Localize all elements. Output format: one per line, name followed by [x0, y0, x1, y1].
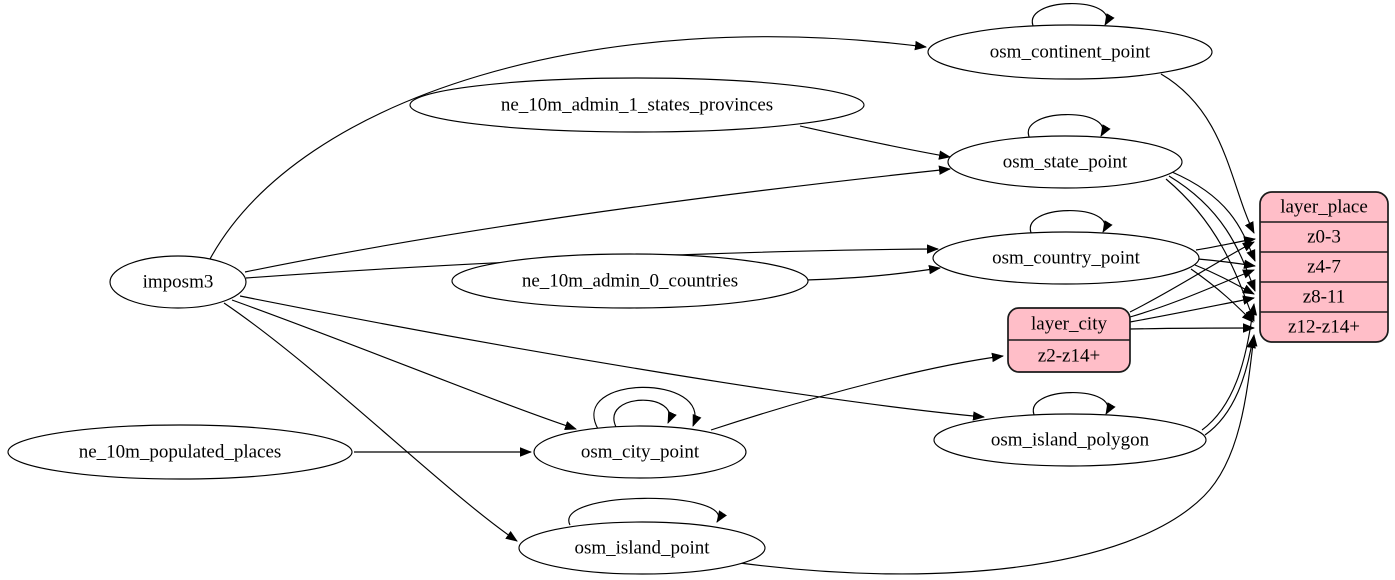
node-osm_state_point-shape — [947, 135, 1183, 189]
node-osm_city_point-shape — [533, 425, 747, 479]
node-ne_10m_admin_0_countries-shape — [451, 253, 809, 309]
node-osm_city_point: osm_city_point — [533, 425, 747, 479]
selfloop-osm_country_point — [1029, 210, 1113, 236]
node-osm_continent_point-shape — [927, 24, 1213, 80]
node-osm_island_polygon-shape — [933, 413, 1207, 467]
edge-imposm3--osm_island_polygon — [239, 295, 985, 421]
record-layer_city-title: layer_city — [1031, 314, 1107, 335]
node-ne_10m_admin_1_states_provinces-label: ne_10m_admin_1_states_provinces — [501, 95, 773, 116]
record-layer_place-row-z0-3: z0-3 — [1307, 227, 1341, 248]
node-osm_state_point: osm_state_point — [947, 135, 1183, 189]
edge-imposm3--osm_island_point — [223, 302, 518, 542]
node-osm_island_polygon: osm_island_polygon — [933, 413, 1207, 467]
node-ne_10m_populated_places-shape — [7, 424, 353, 480]
record-layer_city-row-z2-z14: z2-z14+ — [1038, 346, 1100, 367]
edge-imposm3--osm_state_point — [244, 165, 951, 273]
node-ne_10m_populated_places: ne_10m_populated_places — [7, 424, 353, 480]
edge-layer_city--layer_place-z12-z14 — [1129, 323, 1255, 333]
edge-ne_10m_admin_1_states_provinces--osm_state_point — [799, 125, 951, 160]
edge-imposm3--osm_continent_point — [209, 36, 927, 260]
node-osm_island_point-shape — [518, 521, 766, 575]
selfloop-osm_island_polygon — [1032, 392, 1116, 418]
node-ne_10m_admin_1_states_provinces-shape — [409, 77, 865, 133]
node-osm_island_polygon-label: osm_island_polygon — [991, 430, 1150, 451]
node-osm_island_point-label: osm_island_point — [574, 538, 710, 559]
selfloop-osm_continent_point — [1031, 3, 1115, 29]
edge-osm_country_point--layer_place-z12-z14 — [1190, 268, 1254, 323]
node-imposm3: imposm3 — [109, 255, 247, 309]
edge-osm_country_point--layer_place-z4-7 — [1197, 258, 1256, 269]
record-layer_place-title: layer_place — [1280, 197, 1368, 218]
record-layer_place-box — [1259, 191, 1389, 343]
edge-osm_country_point--layer_place-z8-11 — [1194, 264, 1255, 295]
nodes: imposm3 ne_10m_admin_1_states_provinces … — [7, 24, 1213, 575]
node-ne_10m_admin_0_countries-label: ne_10m_admin_0_countries — [522, 271, 738, 292]
record-layer_place-row-z12-z14: z12-z14+ — [1288, 317, 1360, 338]
node-ne_10m_admin_0_countries: ne_10m_admin_0_countries — [451, 253, 809, 309]
selfloop-osm_city_point-inner — [613, 399, 677, 428]
node-osm_country_point: osm_country_point — [932, 231, 1200, 285]
edges — [209, 3, 1258, 575]
record-layer_place: layer_place z0-3 z4-7 z8-11 z12-z14+ — [1259, 191, 1389, 343]
edge-osm_country_point--layer_place-z0-3 — [1195, 236, 1256, 251]
node-osm_continent_point-label: osm_continent_point — [990, 42, 1151, 63]
node-osm_island_point: osm_island_point — [518, 521, 766, 575]
selfloop-osm_state_point — [1027, 114, 1111, 140]
node-osm_state_point-label: osm_state_point — [1003, 152, 1128, 173]
record-layer_place-row-z8-11: z8-11 — [1303, 287, 1346, 308]
edge-layer_city--layer_place-z4-7 — [1129, 269, 1255, 318]
node-osm_city_point-label: osm_city_point — [581, 442, 700, 463]
edge-ne_10m_admin_0_countries--osm_country_point — [805, 264, 941, 281]
node-osm_continent_point: osm_continent_point — [927, 24, 1213, 80]
edge-osm_island_point--layer_place-z12-z14 — [739, 334, 1258, 575]
record-layer_city: layer_city z2-z14+ — [1007, 307, 1131, 373]
node-ne_10m_admin_1_states_provinces: ne_10m_admin_1_states_provinces — [409, 77, 865, 133]
edge-layer_city--layer_place-z8-11 — [1129, 295, 1255, 323]
node-osm_country_point-shape — [932, 231, 1200, 285]
selfloop-osm_island_point — [568, 497, 727, 526]
node-osm_country_point-label: osm_country_point — [992, 248, 1140, 269]
node-ne_10m_populated_places-label: ne_10m_populated_places — [79, 442, 282, 463]
edge-osm_island_polygon--layer_place-z12-z14 — [1204, 336, 1256, 436]
record-layer_place-row-z4-7: z4-7 — [1307, 257, 1341, 278]
edge-osm_city_point--layer_city-z2-z14 — [710, 352, 1004, 431]
edge-layer_city--layer_place-z0-3 — [1129, 241, 1255, 313]
node-imposm3-label: imposm3 — [143, 272, 214, 293]
edge-osm_island_polygon--layer_place-z8-11 — [1201, 303, 1258, 431]
edge-imposm3--osm_city_point — [231, 299, 577, 430]
node-imposm3-shape — [109, 255, 247, 309]
edge-osm_continent_point--layer_place-z0-3 — [1160, 73, 1255, 234]
selfloop-osm_city_point-outer — [593, 386, 702, 430]
